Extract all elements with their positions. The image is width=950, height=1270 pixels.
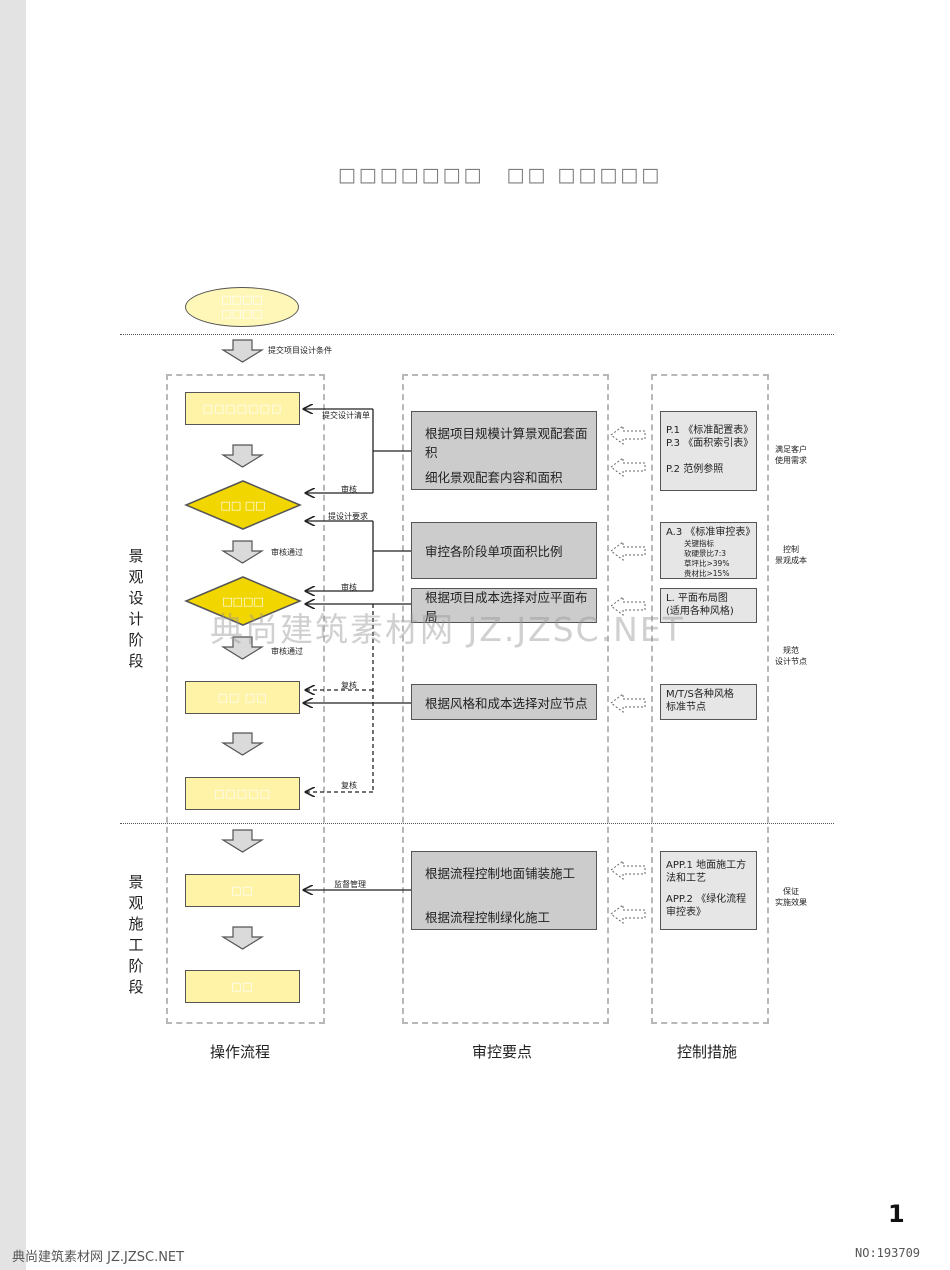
- stage-divider-middle: [120, 823, 834, 824]
- side-note-line: 控制: [783, 545, 799, 554]
- keypoint-box-1: 根据项目规模计算景观配套面积 细化景观配套内容和面积: [411, 411, 597, 490]
- side-note-line: 保证: [783, 887, 799, 896]
- control-3-item: (适用各种风格): [666, 606, 734, 617]
- column-label-controls: 控制措施: [677, 1043, 738, 1061]
- keypoint-1-line2: 细化景观配套内容和面积: [425, 470, 563, 485]
- process-box-5: □□: [185, 970, 300, 1003]
- control-2-item: 草坪比>39%: [684, 559, 730, 568]
- control-1-item: P.1 《标准配置表》: [666, 425, 754, 436]
- keypoint-1-line1: 根据项目规模计算景观配套面积: [425, 426, 588, 460]
- stage-title-char: 景: [128, 873, 144, 891]
- process-box-3: □□□□□: [185, 777, 300, 810]
- keypoint-box-5: 根据流程控制地面铺装施工 根据流程控制绿化施工: [411, 851, 597, 930]
- column-label-keypoints: 审控要点: [472, 1043, 533, 1061]
- side-note-line: 满足客户: [775, 445, 807, 454]
- decision-diamond-2: [184, 576, 302, 626]
- control-box-3: L. 平面布局图 (适用各种风格): [660, 588, 757, 623]
- stage-title-char: 施: [128, 915, 144, 933]
- process-column: [166, 374, 325, 1024]
- control-box-1: P.1 《标准配置表》 P.3 《面积索引表》 P.2 范例参照: [660, 411, 757, 491]
- label-review-pass-2: 审核通过: [271, 647, 303, 656]
- decision-label-1: □□ □□: [220, 498, 266, 512]
- stage-title-char: 工: [128, 936, 144, 954]
- control-2-item: 软硬景比7:3: [684, 549, 727, 558]
- label-submit-conditions: 提交项目设计条件: [268, 346, 332, 355]
- keypoint-5-line1: 根据流程控制地面铺装施工: [425, 866, 576, 881]
- stage-title-char: 观: [128, 568, 144, 586]
- side-note-line: 设计节点: [775, 657, 807, 666]
- stage-title-design: 景 观 设 计 阶 段: [126, 546, 146, 672]
- label-design-requirements: 提设计要求: [328, 512, 368, 521]
- side-note-line: 使用需求: [775, 456, 807, 465]
- keypoint-column: [402, 374, 609, 1024]
- decision-label-2: □□□□: [222, 594, 264, 608]
- side-note-1: 满足客户 使用需求: [768, 444, 814, 466]
- page-number: 1: [888, 1200, 905, 1228]
- side-note-line: 景观成本: [775, 556, 807, 565]
- label-review-1: 审核: [341, 485, 357, 494]
- footer-site-name: 典尚建筑素材网 JZ.JZSC.NET: [12, 1250, 185, 1265]
- side-note-line: 实施效果: [775, 898, 807, 907]
- control-2-item: 关键指标: [684, 539, 714, 548]
- side-note-2: 控制 景观成本: [768, 544, 814, 566]
- control-4-item: M/T/S各种风格: [666, 689, 734, 700]
- start-node: □□□□ □□□□: [185, 287, 299, 327]
- down-arrow-icon: [220, 339, 265, 950]
- control-5-item: 法和工艺: [666, 873, 706, 884]
- column-label-process: 操作流程: [210, 1043, 271, 1061]
- control-4-item: 标准节点: [666, 702, 706, 713]
- side-note-4: 保证 实施效果: [768, 886, 814, 908]
- stage-title-char: 观: [128, 894, 144, 912]
- stage-title-char: 阶: [128, 631, 144, 649]
- left-hollow-arrow-icon: [610, 425, 646, 924]
- side-note-3: 规范 设计节点: [768, 645, 814, 667]
- label-recheck-2: 复核: [341, 781, 357, 790]
- footer-id: NO:193709: [855, 1246, 921, 1260]
- label-review-pass-1: 审核通过: [271, 548, 303, 557]
- label-recheck-1: 复核: [341, 681, 357, 690]
- label-review-2: 审核: [341, 583, 357, 592]
- process-box-4: □□: [185, 874, 300, 907]
- control-3-item: L. 平面布局图: [666, 593, 728, 604]
- control-box-5: APP.1 地面施工方 法和工艺 APP.2 《绿化流程 审控表》: [660, 851, 757, 930]
- control-2-item: 贵材比>15%: [684, 569, 730, 578]
- start-node-line1: □□□□: [221, 293, 263, 306]
- side-note-line: 规范: [783, 646, 799, 655]
- watermark: 典尚建筑素材网 JZ.JZSC.NET: [210, 610, 685, 649]
- process-box-1: □□□□□□□: [185, 392, 300, 425]
- stage-title-char: 景: [128, 547, 144, 565]
- stage-title-char: 段: [128, 652, 144, 670]
- page-margin-strip: [0, 0, 26, 1270]
- label-submit-list: 提交设计清单: [322, 411, 370, 420]
- stage-title-char: 设: [128, 589, 144, 607]
- label-supervise: 监督管理: [334, 880, 366, 889]
- stage-title-char: 段: [128, 978, 144, 996]
- page-title: □□□□□□□ □□ □□□□□: [337, 164, 663, 186]
- control-5-item: APP.2 《绿化流程: [666, 894, 747, 905]
- keypoint-box-2: 审控各阶段单项面积比例: [411, 522, 597, 579]
- keypoint-box-3: 根据项目成本选择对应平面布局: [411, 588, 597, 624]
- decision-diamond-1: [184, 480, 302, 530]
- stage-title-char: 计: [128, 610, 144, 628]
- control-5-item: 审控表》: [666, 907, 706, 918]
- control-column: [651, 374, 769, 1024]
- control-box-2: A.3 《标准审控表》 关键指标 软硬景比7:3 草坪比>39% 贵材比>15%: [660, 522, 757, 579]
- control-5-item: APP.1 地面施工方: [666, 860, 747, 871]
- process-box-2: □□ □□: [185, 681, 300, 714]
- stage-title-construction: 景 观 施 工 阶 段: [126, 872, 146, 998]
- keypoint-5-line2: 根据流程控制绿化施工: [425, 910, 551, 925]
- control-1-item: P.3 《面积索引表》: [666, 438, 754, 449]
- control-1-item: P.2 范例参照: [666, 464, 724, 475]
- control-2-title: A.3 《标准审控表》: [666, 527, 756, 538]
- start-node-line2: □□□□: [221, 307, 263, 320]
- keypoint-box-4: 根据风格和成本选择对应节点: [411, 684, 597, 720]
- stage-divider-top: [120, 334, 834, 335]
- stage-title-char: 阶: [128, 957, 144, 975]
- control-box-4: M/T/S各种风格 标准节点: [660, 684, 757, 720]
